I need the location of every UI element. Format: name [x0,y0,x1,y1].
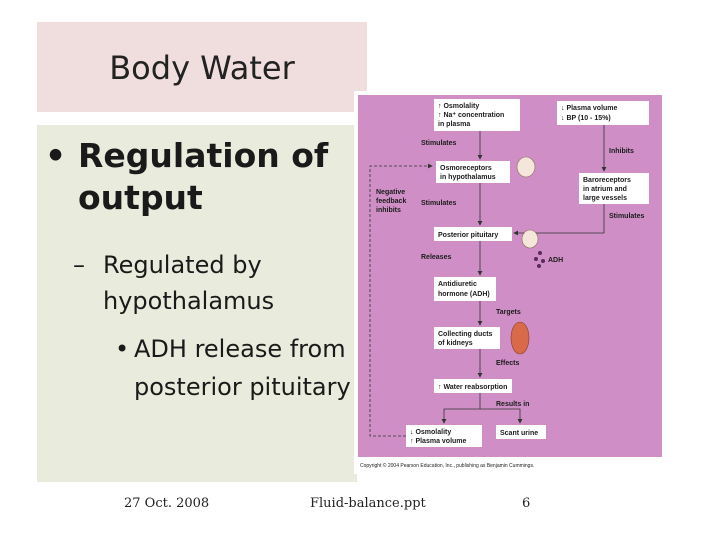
label-effects: Effects [496,360,519,367]
label-stimulates-1: Stimulates [421,140,457,147]
footer-date: 27 Oct. 2008 [124,496,210,511]
bullet-symbol-small: • [115,335,130,363]
box-osmoreceptors [436,161,510,183]
bullet-text-hypothalamus: Regulated by hypothalamus [103,251,275,315]
hypothalamus-illustration [516,156,536,178]
box-water-reabsorption [434,379,512,393]
label-results-in: Results in [496,401,529,408]
box-scant-urine [496,425,546,439]
text-baro-1: Baroreceptors [583,177,631,184]
bullet-text-regulation: Regulation of output [78,136,329,217]
content-box: • Regulation of output – Regulated by hy… [37,125,357,482]
label-stimulates-2: Stimulates [421,200,457,207]
text-baro-2: in atrium and [583,186,627,193]
box-baroreceptors [579,173,649,204]
text-plasma-1: ↓ Plasma volume [561,105,618,112]
dash-symbol: – [73,251,85,279]
box-adh [434,277,496,301]
text-posterior-pituitary: Posterior pituitary [438,232,498,239]
text-scant-urine: Scant urine [500,430,538,437]
kidney-illustration [510,321,530,355]
text-ducts-1: Collecting ducts [438,331,493,338]
text-feedback: feedback [376,198,406,205]
footer-filename: Fluid-balance.ppt [310,496,426,511]
label-inhibits: Inhibits [609,148,634,155]
pituitary-illustration [521,229,539,249]
box-plasma-volume [557,101,649,125]
text-plasma-2: ↓ BP (10 - 15%) [561,115,611,122]
adh-regulation-diagram: ↑ Osmolality ↑ Na⁺ concentration in plas… [354,91,666,474]
label-targets: Targets [496,309,521,316]
bullet-symbol: • [45,136,67,175]
text-adh-1: Antidiuretic [438,281,477,288]
arrow-negative-feedback [369,163,433,437]
text-osmoreceptors-1: Osmoreceptors [440,165,492,172]
box-collecting-ducts [434,327,500,349]
box-posterior-pituitary [434,227,512,241]
label-stimulates-3: Stimulates [609,213,645,220]
text-final-2: ↑ Plasma volume [410,438,467,445]
arrow-6b [480,408,523,424]
diagram-background [358,95,662,457]
box-final-osmolality [406,425,482,447]
bullet-text-adh: ADH release from posterior pituitary [134,335,351,401]
text-inhibits: inhibits [376,207,401,214]
title-box: Body Water [37,22,367,112]
text-osmolality-1: ↑ Osmolality [438,103,479,110]
text-osmolality-3: in plasma [438,121,470,128]
label-releases: Releases [421,254,451,261]
text-ducts-2: of kidneys [438,340,473,347]
box-osmolality [434,99,520,131]
copyright-text: Copyright © 2004 Pearson Education, Inc.… [360,462,534,469]
text-water-reabsorption: ↑ Water reabsorption [438,384,507,391]
text-osmoreceptors-2: in hypothalamus [440,174,496,181]
footer-page-number: 6 [522,496,531,511]
text-adh-2: hormone (ADH) [438,291,490,298]
arrow-right-2 [513,204,605,236]
label-adh: ADH [548,257,563,264]
text-final-1: ↓ Osmolality [410,429,451,436]
text-negative: Negative [376,189,405,196]
text-osmolality-2: ↑ Na⁺ concentration [438,112,504,119]
text-baro-3: large vessels [583,195,627,202]
arrow-6a [441,393,481,424]
slide-title: Body Water [109,49,295,87]
